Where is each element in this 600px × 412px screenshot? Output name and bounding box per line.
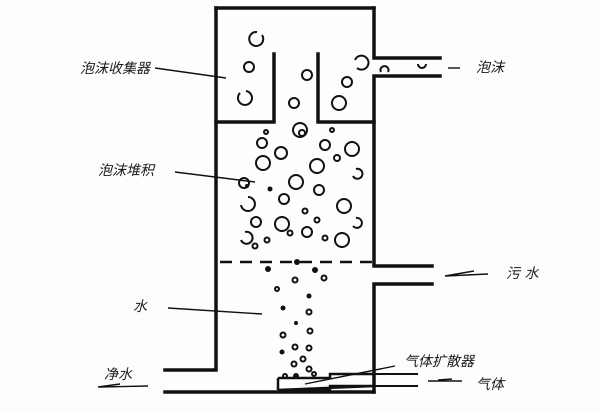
label-foam-accumulation: 泡沫堆积: [98, 163, 154, 179]
arrow-gas-in: [428, 378, 462, 382]
vessel-right-wall-upper: [372, 6, 442, 60]
foam-bubbles: [238, 122, 364, 250]
gas-pipe: [374, 373, 418, 387]
label-clean-water: 净水: [104, 367, 132, 383]
leader-foam-accumulation: [174, 171, 256, 183]
air-diffuser-body: [277, 372, 375, 392]
foam-dots: [245, 184, 273, 192]
vessel-left-wall: [163, 6, 218, 372]
arrow-clean-water-out: [97, 383, 149, 388]
collector-left-wall: [214, 52, 276, 124]
label-foam-collector: 泡沫收集器: [80, 61, 150, 77]
label-gas-inlet: 气体: [476, 377, 504, 393]
label-sewage-inlet: 污 水: [506, 266, 539, 282]
leader-water: [167, 307, 263, 315]
collector-right-wall: [316, 52, 376, 124]
vessel-right-wall-lower: [372, 282, 434, 394]
label-air-diffuser: 气体扩散器: [404, 354, 474, 370]
leader-air-diffuser: [304, 365, 396, 385]
leader-foam-collector: [154, 67, 227, 79]
label-water: 水: [133, 299, 147, 315]
water-dots: [265, 259, 318, 379]
vessel-right-wall-mid: [372, 74, 442, 268]
collector-bubbles: [237, 30, 427, 111]
water-bubbles: [274, 274, 328, 379]
label-foam-outlet: 泡沫: [476, 60, 504, 76]
arrow-sewage-in: [444, 270, 489, 277]
